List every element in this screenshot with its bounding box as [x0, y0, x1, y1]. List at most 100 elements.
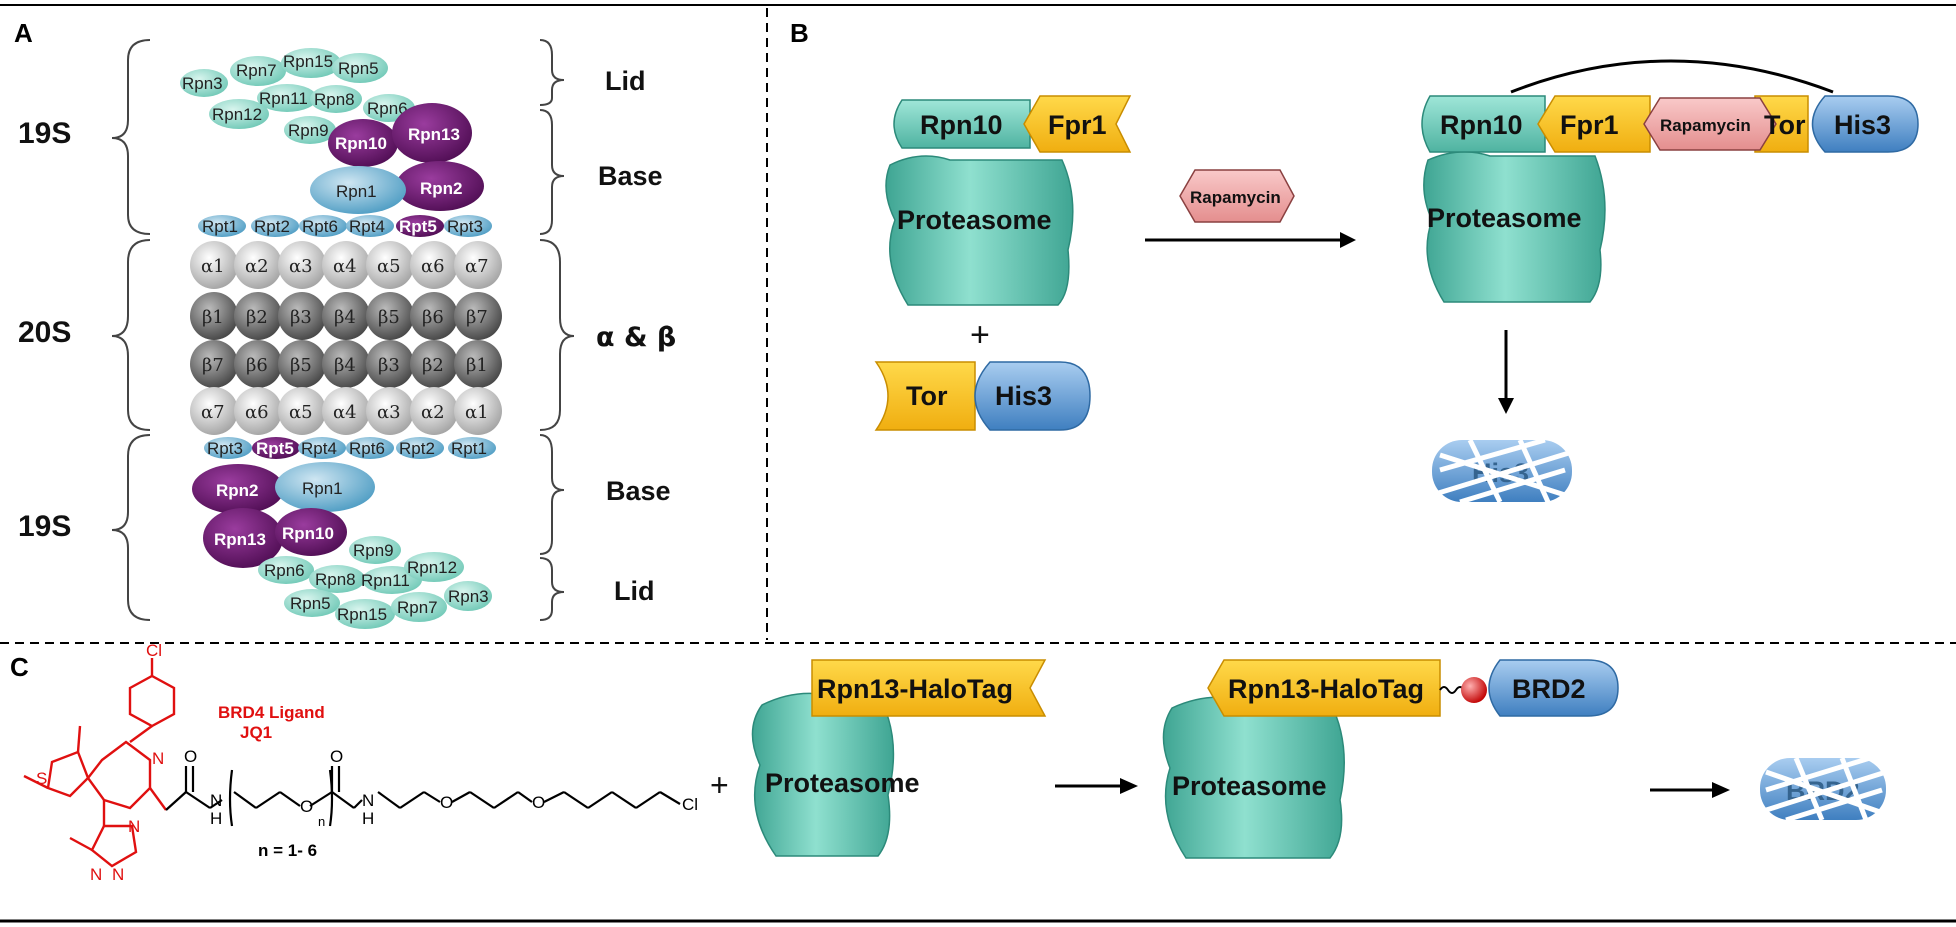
label-19s-top: 19S: [18, 117, 71, 150]
degraded-his3: His3: [1431, 437, 1573, 505]
lid-top-rpn3: Rpn3: [182, 74, 223, 93]
lid-bottom-group: Rpn9 Rpn6 Rpn8 Rpn11 Rpn12 Rpn5 Rpn15 Rp…: [258, 536, 492, 629]
base-bottom-rpn10: Rpn10: [282, 524, 334, 543]
atom-nh1-h: H: [210, 809, 222, 828]
peg-linker: [165, 766, 681, 827]
atom-nh1-n: N: [210, 791, 222, 810]
base-top-rpt1: Rpt1: [202, 217, 238, 236]
alpha2-top: α2: [245, 256, 269, 277]
degradation-marks-c: [1759, 755, 1887, 823]
beta7-bottom: β7: [202, 355, 224, 376]
beta-row-1: β1 β2 β3 β4 β5 β6 β7: [190, 292, 502, 340]
alpha4-top: α4: [333, 256, 357, 277]
beta5-bottom: β5: [290, 355, 312, 376]
lid-bottom-rpn11: Rpn11: [361, 571, 410, 590]
base-bottom-rpt5: Rpt5: [256, 439, 294, 458]
label-base-top: Base: [598, 161, 663, 191]
proteasome-right: Rpn10 Fpr1 Rapamycin Tor His3 Proteasome: [1421, 59, 1919, 303]
n-range-label: n = 1- 6: [258, 841, 317, 860]
base-bottom-rpt4: Rpt4: [301, 439, 337, 458]
proteasome-label-c: Proteasome: [765, 768, 920, 798]
atom-n3: N: [112, 865, 124, 884]
alpha5-bottom: α5: [289, 402, 313, 423]
halotag-label: Rpn13-HaloTag: [817, 674, 1013, 704]
lid-bottom-rpn5: Rpn5: [290, 594, 331, 613]
alpha7-bottom: α7: [201, 402, 225, 423]
lid-top-rpn8: Rpn8: [314, 90, 355, 109]
beta3-bottom: β3: [378, 355, 400, 376]
base-bottom-rpt1: Rpt1: [451, 439, 487, 458]
lid-top-rpn6: Rpn6: [367, 99, 408, 118]
atom-cl-end: Cl: [682, 795, 698, 814]
beta-row-2: β7 β6 β5 β4 β3 β2 β1: [190, 340, 502, 388]
plus-sign-b: +: [970, 316, 990, 354]
atom-n1: N: [128, 817, 140, 836]
jq1-structure: [23, 658, 176, 868]
beta7-top: β7: [466, 307, 488, 328]
lid-bottom-rpn6: Rpn6: [264, 561, 305, 580]
halotag-label-complex: Rpn13-HaloTag: [1228, 674, 1424, 704]
beta2-bottom: β2: [422, 355, 444, 376]
alpha7-top: α7: [465, 256, 489, 277]
beta4-bottom: β4: [334, 355, 356, 376]
base-top-rpn2: Rpn2: [420, 179, 463, 198]
base-top-rpt5: Rpt5: [399, 217, 437, 236]
lid-top-rpn12: Rpn12: [212, 105, 262, 124]
reaction-arrow-c2: [1650, 782, 1730, 798]
panel-label-b: B: [790, 18, 809, 48]
beta6-bottom: β6: [246, 355, 268, 376]
base-bottom-rpt3: Rpt3: [207, 439, 243, 458]
proteasome-label-complex: Proteasome: [1172, 771, 1327, 801]
base-top-rpn13: Rpn13: [408, 125, 460, 144]
panel-b: Rpn10 Fpr1 Proteasome + Tor His3 Rapamyc…: [874, 59, 1919, 505]
proteasome-label-right: Proteasome: [1427, 203, 1582, 233]
fpr1-label-left: Fpr1: [1048, 110, 1107, 140]
base-bottom-rpn1: Rpn1: [302, 479, 343, 498]
base-top-rpt2: Rpt2: [254, 217, 290, 236]
lid-top-rpn5: Rpn5: [338, 59, 379, 78]
beta1-top: β1: [202, 307, 224, 328]
fpr1-label-right: Fpr1: [1560, 110, 1619, 140]
alpha1-top: α1: [201, 256, 225, 277]
tor-label: Tor: [906, 381, 948, 411]
label-lid-top: Lid: [605, 66, 646, 96]
atom-o-amide1: O: [184, 747, 197, 766]
alpha-row-1: α1 α2 α3 α4 α5 α6 α7: [190, 241, 502, 289]
base-bottom-rpn2: Rpn2: [216, 481, 259, 500]
base-top-rpt4: Rpt4: [349, 217, 385, 236]
lid-bottom-rpn7: Rpn7: [397, 598, 438, 617]
lid-bottom-rpn8: Rpn8: [315, 570, 356, 589]
reaction-arrow-c1: [1055, 778, 1138, 794]
base-bottom-rpt6: Rpt6: [349, 439, 385, 458]
ligand-title-2: JQ1: [240, 723, 272, 742]
base-top-group: Rpn10 Rpn13 Rpn2 Rpn1 Rpt1 Rpt2 Rpt6 Rpt…: [198, 103, 492, 237]
lid-top-rpn9: Rpn9: [288, 121, 329, 140]
base-bottom-rpt2: Rpt2: [399, 439, 435, 458]
lid-top-rpn15: Rpn15: [283, 52, 333, 71]
panel-c: Cl S N N N N O N H O n O N H O O Cl BRD4…: [23, 641, 1887, 884]
beta4-top: β4: [334, 307, 356, 328]
alpha2-bottom: α2: [421, 402, 445, 423]
beta3-top: β3: [290, 307, 312, 328]
base-top-rpt3: Rpt3: [447, 217, 483, 236]
lid-bottom-rpn15: Rpn15: [337, 605, 387, 624]
alpha-row-2: α7 α6 α5 α4 α3 α2 α1: [190, 387, 502, 435]
label-19s-bottom: 19S: [18, 510, 71, 543]
beta2-top: β2: [246, 307, 268, 328]
proteasome-halotag: Rpn13-HaloTag Proteasome: [751, 659, 1047, 857]
rapamycin-label-right: Rapamycin: [1660, 116, 1751, 135]
alpha3-top: α3: [289, 256, 313, 277]
atom-o-amide2: O: [330, 747, 343, 766]
tor-label-right: Tor: [1764, 110, 1806, 140]
atom-nh2-h: H: [362, 809, 374, 828]
lid-bottom-rpn12: Rpn12: [407, 558, 457, 577]
lid-bottom-rpn3: Rpn3: [448, 587, 489, 606]
panel-label-a: A: [14, 18, 33, 48]
rapamycin-molecule: Rapamycin: [1179, 169, 1295, 223]
beta6-top: β6: [422, 307, 444, 328]
beta5-top: β5: [378, 307, 400, 328]
rpn10-label-right: Rpn10: [1440, 110, 1523, 140]
atom-n-subscript: n: [318, 814, 325, 829]
lid-bottom-rpn9: Rpn9: [353, 541, 394, 560]
degraded-brd2: BRD2: [1759, 755, 1887, 823]
